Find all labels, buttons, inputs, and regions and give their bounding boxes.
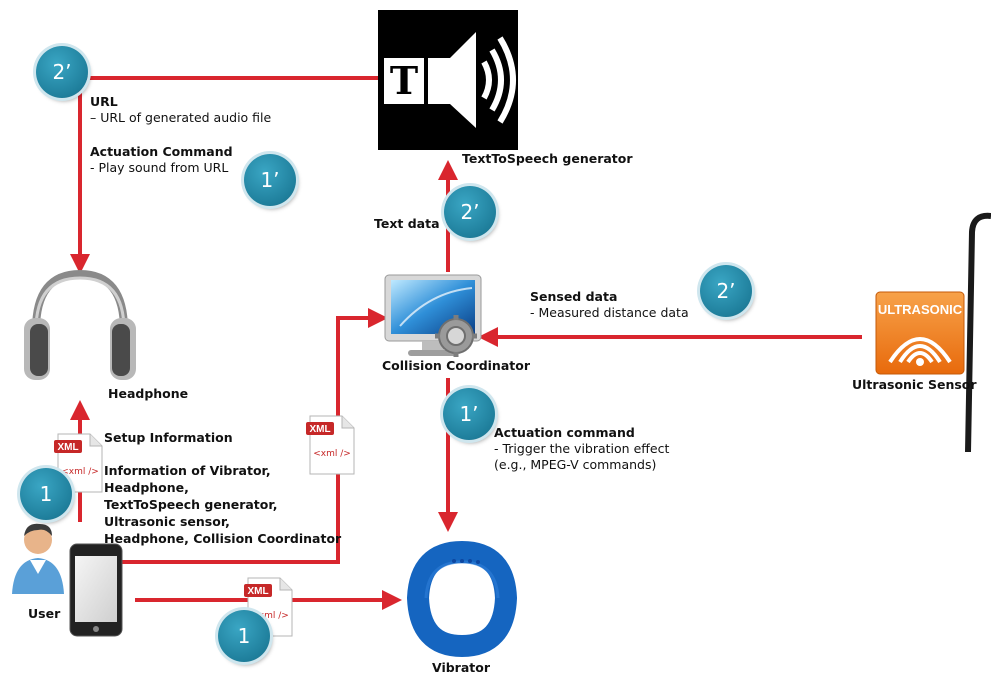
setup-title: Setup Information xyxy=(104,430,233,445)
user-avatar-icon xyxy=(12,523,64,594)
headphone-label: Headphone xyxy=(108,386,189,401)
vibration-command-desc-2: (e.g., MPEG-V commands) xyxy=(494,457,657,472)
actuation-title: Actuation Command xyxy=(90,144,233,159)
xml-doc-icon: XML <xml /> xyxy=(54,433,103,493)
vibration-command-title: Actuation command xyxy=(494,425,635,440)
text-data-label: Text data xyxy=(374,216,440,231)
ultrasonic-sensor-icon: ULTRASONIC xyxy=(875,291,965,375)
setup-line-3: TextToSpeech generator, xyxy=(104,497,278,512)
step-badge-1-bottom: 1 xyxy=(218,610,270,662)
step-badge-2-prime-sensed: 2’ xyxy=(700,265,752,317)
ultrasonic-sensor-label: Ultrasonic Sensor xyxy=(852,377,977,392)
actuation-description: - Play sound from URL xyxy=(90,160,229,175)
step-badge-2-prime-top: 2’ xyxy=(36,46,88,98)
tts-speaker-icon: T xyxy=(378,10,518,150)
ultrasonic-logo-text: ULTRASONIC xyxy=(878,302,963,317)
tts-icon-letter: T xyxy=(390,58,418,103)
tts-label: TextToSpeech generator xyxy=(462,151,633,166)
setup-line-2: Headphone, xyxy=(104,480,189,495)
step-badge-1-prime-actuation: 1’ xyxy=(443,388,495,440)
collision-coordinator-monitor-icon xyxy=(384,274,482,357)
sensed-data-description: - Measured distance data xyxy=(530,305,689,320)
xml-doc-tag: <xml /> xyxy=(313,449,351,459)
white-cane-icon xyxy=(965,212,991,453)
collision-coordinator-label: Collision Coordinator xyxy=(382,358,530,373)
xml-doc-label: XML xyxy=(309,424,330,435)
xml-doc-icon: XML <xml /> xyxy=(306,415,355,475)
xml-doc-label: XML xyxy=(57,442,78,453)
vibrator-label: Vibrator xyxy=(432,660,491,675)
setup-line-5: Headphone, Collision Coordinator xyxy=(104,531,342,546)
step-badge-1-setup: 1 xyxy=(20,468,72,520)
headphone-icon xyxy=(24,269,136,380)
step-badge-1-prime-left: 1’ xyxy=(244,154,296,206)
step-badge-2-prime-text: 2’ xyxy=(444,186,496,238)
setup-line-1: Information of Vibrator, xyxy=(104,463,271,478)
user-label: User xyxy=(28,606,61,621)
vibrator-band-icon xyxy=(406,540,518,658)
xml-doc-tag: <xml /> xyxy=(61,467,99,477)
url-title: URL xyxy=(90,94,118,109)
sensed-data-title: Sensed data xyxy=(530,289,618,304)
setup-line-4: Ultrasonic sensor, xyxy=(104,514,230,529)
xml-doc-label: XML xyxy=(247,586,268,597)
url-description: – URL of generated audio file xyxy=(90,110,272,125)
vibration-command-desc-1: - Trigger the vibration effect xyxy=(494,441,670,456)
smartphone-icon xyxy=(69,543,123,637)
xml-doc-tag: <xml /> xyxy=(251,611,289,621)
